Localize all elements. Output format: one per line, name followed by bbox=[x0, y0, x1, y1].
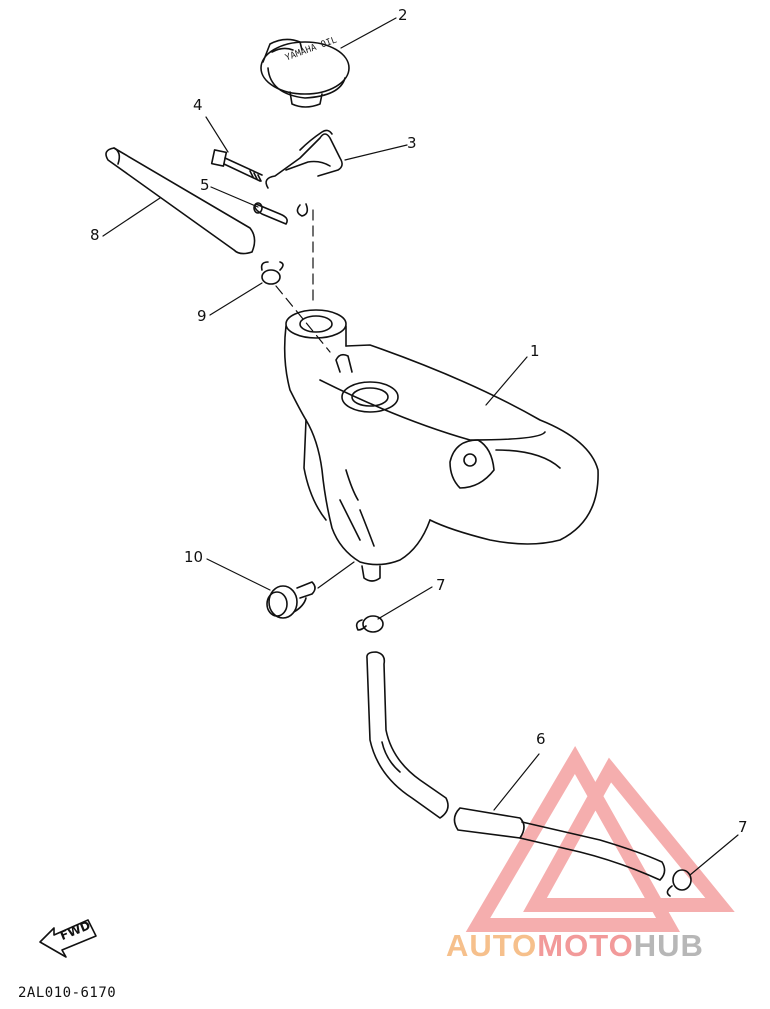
hose-clamp-small bbox=[260, 261, 284, 285]
callout-9: 9 bbox=[197, 307, 207, 325]
callout-1: 1 bbox=[530, 342, 540, 360]
leader-lines bbox=[102, 17, 739, 876]
callout-4: 4 bbox=[193, 96, 203, 114]
hose-clamp-lower bbox=[666, 869, 692, 897]
callout-3: 3 bbox=[407, 134, 417, 152]
bolt bbox=[210, 149, 263, 182]
callout-2: 2 bbox=[398, 6, 408, 24]
hose-clamp-upper bbox=[355, 615, 384, 633]
watermark-text: AUTOMOTOHUB bbox=[446, 928, 704, 964]
oil-tank bbox=[283, 309, 599, 582]
oil-cap bbox=[260, 38, 350, 108]
callout-5: 5 bbox=[200, 176, 210, 194]
drain-fitting bbox=[266, 581, 316, 619]
callout-10: 10 bbox=[184, 548, 204, 566]
retaining-clip bbox=[265, 129, 343, 217]
callout-7-upper: 7 bbox=[436, 576, 446, 594]
oil-hose bbox=[366, 651, 666, 881]
watermark-moto: MOTO bbox=[537, 928, 634, 963]
breather-hose bbox=[105, 147, 256, 255]
diagram-code: 2AL010-6170 bbox=[18, 985, 117, 1001]
watermark-logo bbox=[465, 745, 735, 932]
callout-8: 8 bbox=[90, 226, 100, 244]
callout-7-lower: 7 bbox=[738, 818, 748, 836]
collar bbox=[253, 202, 288, 225]
watermark-auto: AUTO bbox=[446, 928, 538, 963]
assembly-guide-line bbox=[275, 285, 331, 353]
forward-arrow-icon bbox=[39, 919, 97, 958]
callout-6: 6 bbox=[536, 730, 546, 748]
watermark-hub: HUB bbox=[633, 928, 704, 963]
